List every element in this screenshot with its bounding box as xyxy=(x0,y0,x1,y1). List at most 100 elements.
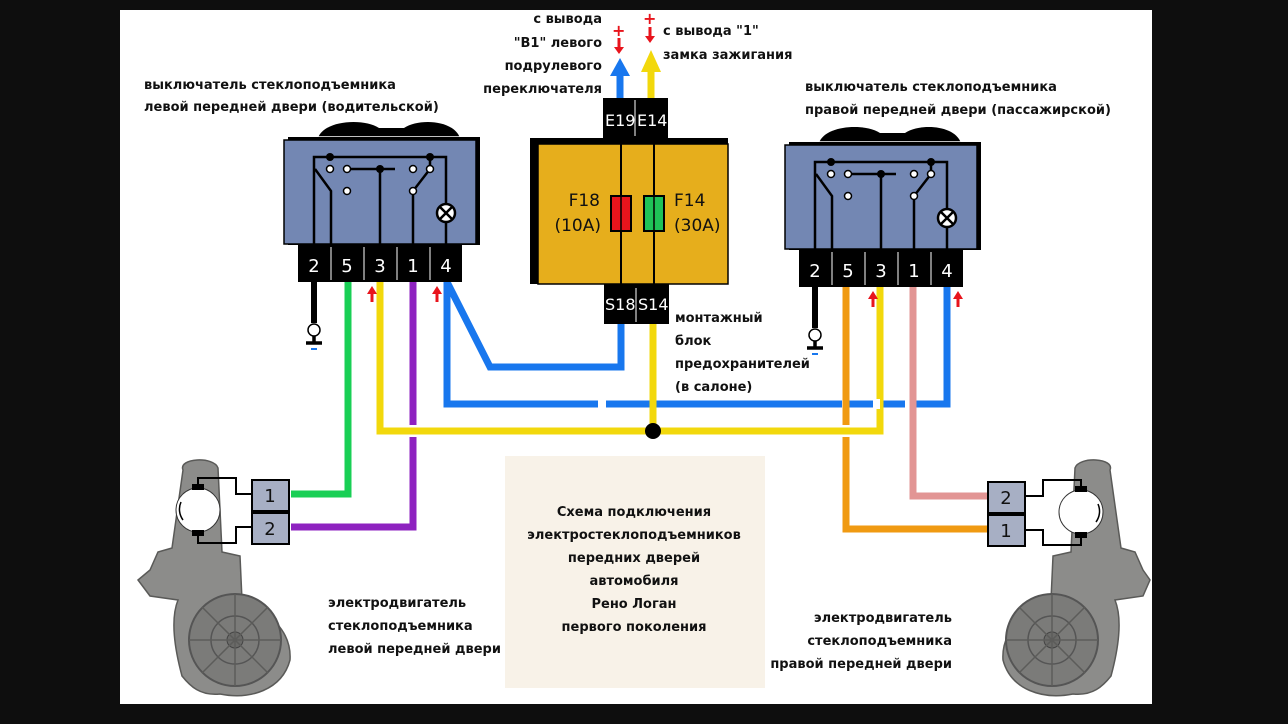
left-switch-pin: 5 xyxy=(341,256,352,277)
left-motor-pin-label: 1 xyxy=(264,486,275,507)
left-switch-label-line: левой передней двери (водительской) xyxy=(144,100,439,115)
ground-icon xyxy=(807,287,823,355)
diagram-canvas: с вывода "В1" левого подрулевого переклю… xyxy=(120,10,1152,704)
right-switch-pin: 3 xyxy=(875,261,886,282)
caption-line: Схема подключения xyxy=(557,505,711,520)
fuse-f14-name: F14 xyxy=(674,191,705,211)
lamp-icon xyxy=(936,207,958,229)
caption-line: электростеклоподъемников xyxy=(527,528,741,543)
switch-button-cap xyxy=(819,127,961,143)
motor-pin-1 xyxy=(251,479,290,512)
top-input-right-label: с вывода "1" замка зажигания xyxy=(663,24,792,63)
right-motor-pin-label: 2 xyxy=(1000,488,1011,509)
fuse-block-label-line: блок xyxy=(675,334,712,349)
left-switch-label-line: выключатель стеклоподъемника xyxy=(144,78,396,93)
switch-button-cap xyxy=(318,122,460,138)
right-switch-pin: 2 xyxy=(809,261,820,282)
right-switch-label-line: правой передней двери (пассажирской) xyxy=(805,103,1111,118)
wire-junction-dot xyxy=(645,423,661,439)
fuse-block-label: монтажный блок предохранителей (в салоне… xyxy=(675,311,810,395)
left-switch-pin: 4 xyxy=(440,256,451,277)
terminal-s18: S18 xyxy=(605,295,636,314)
wire-green-left-pin5-to-motor-pin1 xyxy=(291,282,352,498)
fuse-f14-rating: (30A) xyxy=(674,216,721,236)
left-switch-pin: 1 xyxy=(407,256,418,277)
right-motor-pin-label: 1 xyxy=(1000,521,1011,542)
red-arrow-up-icon xyxy=(367,286,377,302)
right-motor: 2 1 xyxy=(987,459,1151,697)
fuse-block-body xyxy=(537,143,729,285)
wire-gap xyxy=(873,399,880,409)
wires xyxy=(291,50,988,533)
right-switch-label: выключатель стеклоподъемника правой пере… xyxy=(805,80,1111,118)
left-motor-label-line: электродвигатель xyxy=(328,596,466,611)
motor-rotor-symbol xyxy=(175,487,221,533)
left-motor-pin-label: 2 xyxy=(264,519,275,540)
wiring-diagram: с вывода "В1" левого подрулевого переклю… xyxy=(136,10,1151,697)
red-arrow-down-icon xyxy=(614,47,624,54)
pin-strip xyxy=(799,250,963,287)
caption-line: передних дверей xyxy=(568,551,700,566)
motor-pin-2 xyxy=(987,481,1026,514)
pin-strip xyxy=(298,245,462,282)
motor-pin-1 xyxy=(987,514,1026,547)
left-motor-label-line: левой передней двери xyxy=(328,642,501,657)
fuse-block-label-line: монтажный xyxy=(675,311,763,326)
right-switch-pin: 4 xyxy=(941,261,952,282)
ground-icon xyxy=(306,282,322,350)
wire-orange-right-pin5-to-motor-pin1 xyxy=(842,282,988,533)
wire-blue-s18-to-left-pin4 xyxy=(443,280,625,371)
top-input-left-label: с вывода "В1" левого подрулевого переклю… xyxy=(483,12,602,97)
right-switch-pin: 5 xyxy=(842,261,853,282)
left-switch-label: выключатель стеклоподъемника левой перед… xyxy=(144,78,439,115)
top-input-right-line: с вывода "1" xyxy=(663,24,759,39)
plus-sign-right: + xyxy=(643,10,656,28)
caption-box: Схема подключения электростеклоподъемник… xyxy=(505,456,765,688)
red-arrow-up-icon xyxy=(868,291,878,307)
wire-pink-right-pin1-to-motor-pin2 xyxy=(909,282,988,500)
plus-sign-left: + xyxy=(612,21,625,40)
fuse-f18-rating: (10A) xyxy=(554,216,601,236)
right-motor-label-line: электродвигатель xyxy=(814,611,952,626)
fuse-block-label-line: (в салоне) xyxy=(675,380,752,395)
left-motor-label: электродвигатель стеклоподъемника левой … xyxy=(328,596,501,657)
left-motor-label-line: стеклоподъемника xyxy=(328,619,473,634)
caption-line: Рено Логан xyxy=(591,597,676,612)
right-motor-label: электродвигатель стеклоподъемника правой… xyxy=(770,611,952,672)
right-switch: 2 5 3 1 4 xyxy=(784,127,981,355)
wire-yellow-junction-to-right-pin3 xyxy=(653,282,884,435)
top-input-left-line: с вывода xyxy=(533,12,602,27)
red-arrow-up-icon xyxy=(953,291,963,307)
left-motor: 1 2 xyxy=(136,459,291,697)
red-arrow-down-icon xyxy=(645,36,655,43)
lamp-icon xyxy=(435,202,457,224)
fuse-block: E19 E14 F18 (10A) F14 (30A) S18 S14 xyxy=(530,98,729,324)
right-motor-label-line: стеклоподъемника xyxy=(807,634,952,649)
fuse-f18-name: F18 xyxy=(569,191,600,211)
wire-gap xyxy=(905,399,912,409)
caption-line: автомобиля xyxy=(589,574,678,589)
right-switch-pin: 1 xyxy=(908,261,919,282)
motor-pin-2 xyxy=(251,512,290,545)
left-switch: 2 5 3 1 4 xyxy=(283,122,480,350)
right-switch-label-line: выключатель стеклоподъемника xyxy=(805,80,1057,95)
left-switch-pin: 2 xyxy=(308,256,319,277)
arrowhead-yellow-up xyxy=(641,50,661,72)
top-input-left-line: "В1" левого xyxy=(514,36,602,51)
red-arrow-up-icon xyxy=(432,286,442,302)
terminal-e14: E14 xyxy=(637,111,667,130)
wire-gap xyxy=(598,399,606,409)
wire-yellow-junction-to-left-pin3 xyxy=(376,282,653,435)
fuse-block-label-line: предохранителей xyxy=(675,357,810,372)
motor-rotor-symbol xyxy=(1058,489,1104,535)
right-motor-label-line: правой передней двери xyxy=(770,657,952,672)
top-input-left-line: подрулевого xyxy=(505,59,602,74)
wire-blue-left-pin4-to-right-pin4 xyxy=(443,282,951,408)
left-switch-pin: 3 xyxy=(374,256,385,277)
wire-purple-left-pin1-to-motor-pin2 xyxy=(291,282,417,531)
top-input-left-line: переключателя xyxy=(483,82,602,97)
arrowhead-blue-up xyxy=(610,58,630,76)
terminal-e19: E19 xyxy=(605,111,635,130)
caption-line: первого поколения xyxy=(562,620,707,635)
terminal-s14: S14 xyxy=(638,295,669,314)
